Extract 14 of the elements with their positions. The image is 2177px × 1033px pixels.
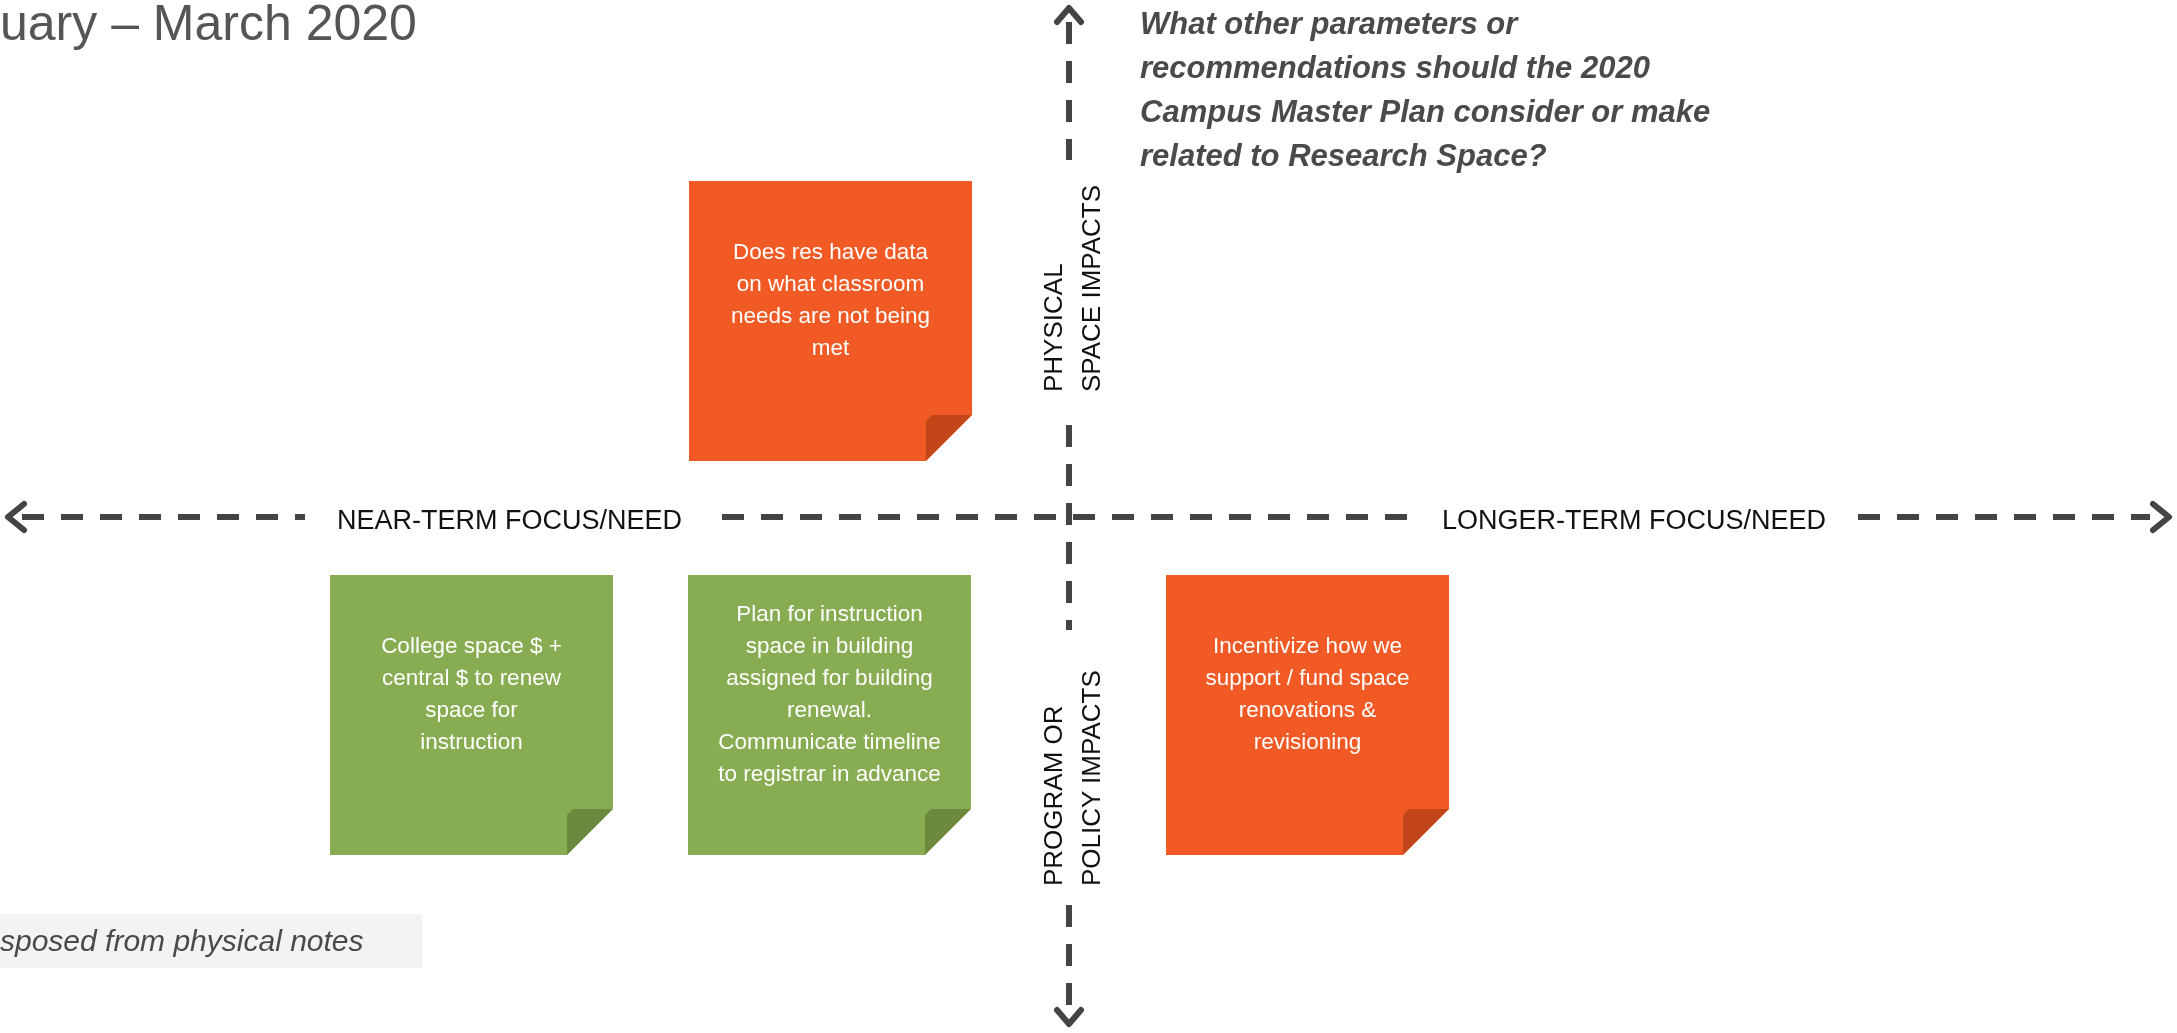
note-text: Does res have data on what classroom needs are not being met [730, 238, 931, 362]
axis-label: LONGER-TERM FOCUS/NEED [1442, 504, 1827, 536]
sticky-note [330, 575, 613, 855]
note-text: College space $ + central $ to renew space for instruction [380, 632, 563, 756]
axis-label: NEAR-TERM FOCUS/NEED [337, 504, 682, 536]
note-text: Plan for instruction space in building assigned for building renewal. Communicate timeline to registrar in advance [718, 600, 941, 788]
axis-label: PHYSICAL SPACE IMPACTS [1037, 183, 1107, 392]
axis-label: PROGRAM OR POLICY IMPACTS [1037, 669, 1107, 886]
sticky-note [689, 181, 972, 461]
note-text: sposed from physical notes [0, 914, 422, 968]
sticky-note [1166, 575, 1449, 855]
question-heading: What other parameters or recommendations should the 2020 Campus Master Plan consider or make related to Research Space? [1140, 5, 1712, 175]
note-text: Incentivize how we support / fund space renovations & revisioning [1204, 632, 1411, 756]
sticky-note [688, 575, 971, 855]
